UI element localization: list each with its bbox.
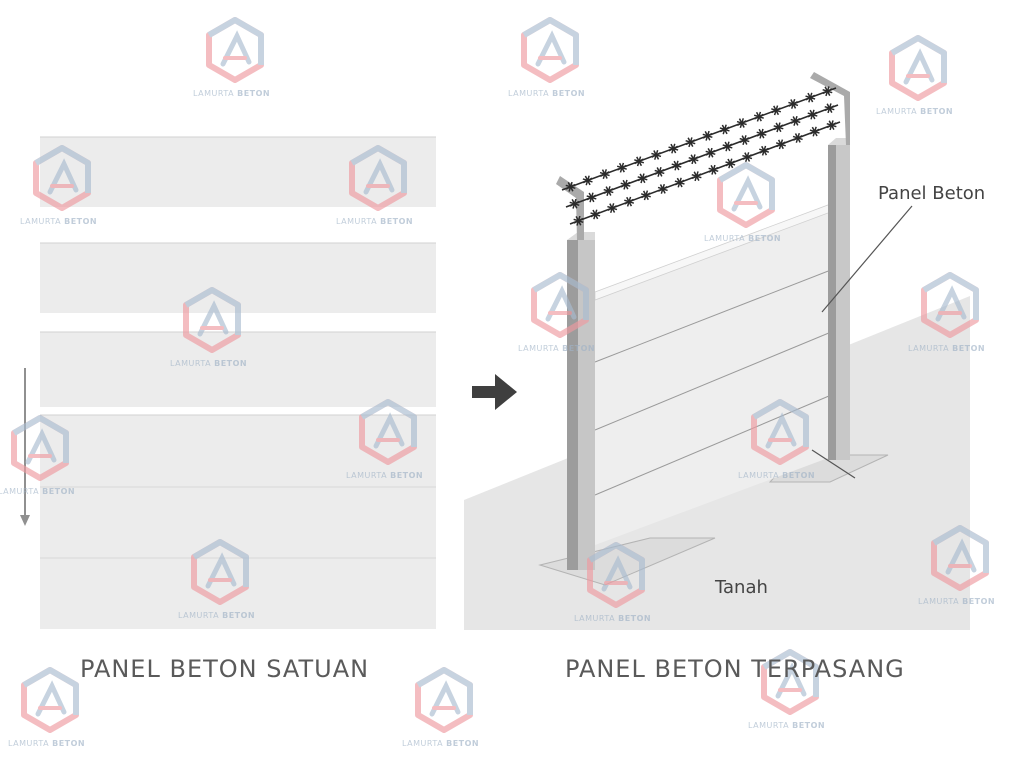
single-panel-caption: PANEL BETON SATUAN bbox=[80, 655, 370, 683]
panel-slab bbox=[40, 243, 436, 313]
right-arrow-icon bbox=[472, 374, 517, 410]
down-arrow-icon bbox=[20, 368, 30, 526]
panel-slab bbox=[40, 332, 436, 407]
panel-callout-label: Panel Beton bbox=[878, 183, 985, 204]
ground-callout-label: Tanah bbox=[714, 577, 768, 598]
panel-slab bbox=[40, 487, 436, 558]
installed-panel-caption: PANEL BETON TERPASANG bbox=[565, 655, 905, 683]
single-panels-stack bbox=[40, 136, 436, 629]
barbed-wire bbox=[561, 87, 841, 225]
panel-slab bbox=[40, 137, 436, 207]
fence-post bbox=[836, 145, 850, 460]
barbed-wire-spikes bbox=[565, 86, 837, 226]
